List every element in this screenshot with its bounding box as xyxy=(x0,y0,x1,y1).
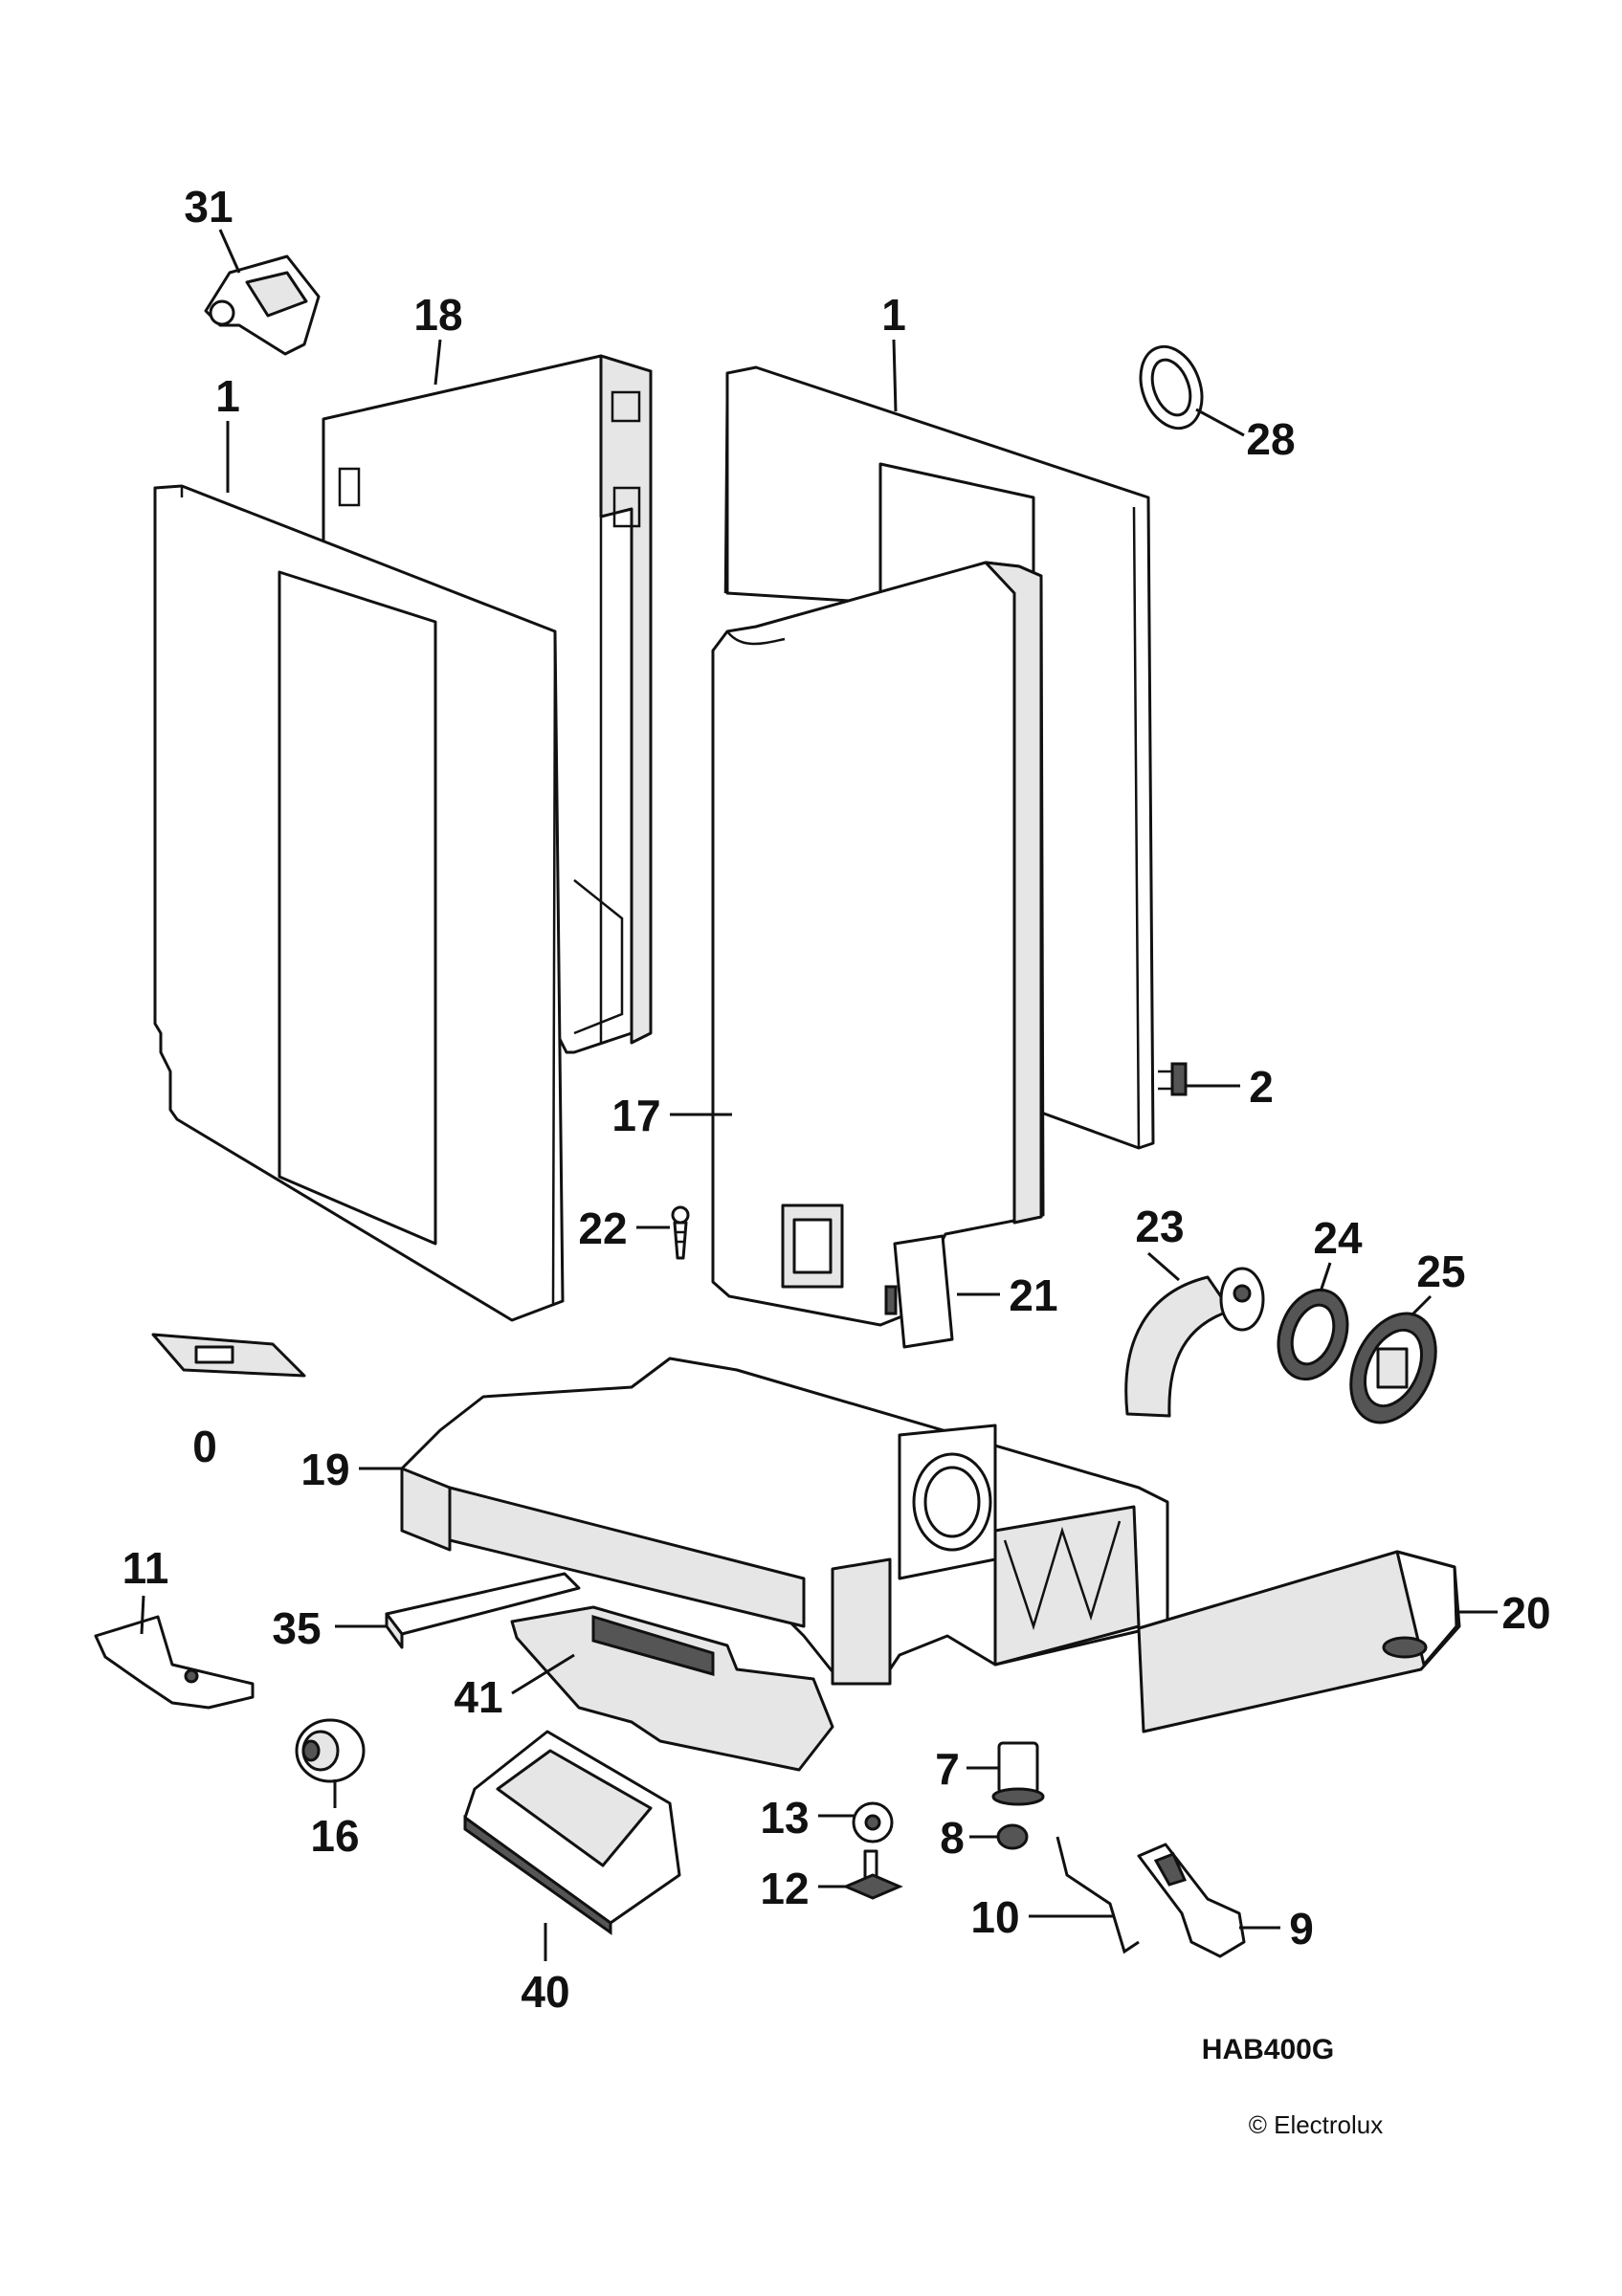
part-21-cover xyxy=(884,1234,954,1349)
callout-11: 11 xyxy=(122,1543,169,1593)
part-20-kick-panel xyxy=(1137,1550,1461,1733)
callout-23: 23 xyxy=(1135,1202,1184,1251)
callout-21: 21 xyxy=(1009,1270,1057,1320)
part-1-left-side-panel xyxy=(153,484,565,1322)
callout-0: 0 xyxy=(192,1422,217,1471)
callout-20: 20 xyxy=(1501,1588,1550,1638)
part-28-ring xyxy=(1139,344,1204,430)
callout-1-right: 1 xyxy=(881,290,906,340)
callout-22: 22 xyxy=(578,1203,627,1253)
leader-lines xyxy=(140,229,1498,1961)
part-13-washer xyxy=(852,1801,894,1843)
part-31-clip xyxy=(204,254,321,356)
callout-8: 8 xyxy=(940,1813,965,1863)
part-2-latch xyxy=(1158,1062,1188,1096)
part-7-foot xyxy=(991,1741,1045,1806)
part-17-front-panel xyxy=(711,561,1045,1327)
part-24-seal xyxy=(1277,1288,1349,1381)
callout-18: 18 xyxy=(413,290,462,340)
part-12-adjustable-foot xyxy=(842,1849,903,1900)
part-25-filter xyxy=(1349,1312,1437,1424)
model-code: HAB400G xyxy=(1202,2034,1334,2065)
callout-labels: 31 18 1 1 28 2 17 22 23 24 25 21 0 19 11… xyxy=(122,182,1551,2017)
callout-41: 41 xyxy=(454,1672,502,1722)
callout-35: 35 xyxy=(272,1603,321,1653)
part-40-tray xyxy=(463,1730,681,1935)
callout-40: 40 xyxy=(521,1967,569,2017)
part-0-plate xyxy=(151,1333,306,1378)
callout-24: 24 xyxy=(1313,1213,1363,1263)
callout-28: 28 xyxy=(1246,414,1295,464)
callout-31: 31 xyxy=(184,182,233,232)
callout-7: 7 xyxy=(935,1744,960,1794)
callout-17: 17 xyxy=(611,1091,660,1140)
part-22-screw xyxy=(671,1205,690,1260)
callout-13: 13 xyxy=(760,1793,809,1843)
part-8-bushing xyxy=(996,1823,1029,1850)
callout-12: 12 xyxy=(760,1864,809,1913)
callout-16: 16 xyxy=(310,1811,359,1861)
part-10-wire-spring xyxy=(1055,1836,1140,1954)
callout-1-left: 1 xyxy=(215,371,240,421)
callout-10: 10 xyxy=(970,1892,1019,1942)
callout-9: 9 xyxy=(1289,1904,1314,1954)
part-19-base-frame xyxy=(400,1357,1169,1686)
part-11-bracket xyxy=(94,1615,255,1710)
part-16-roller xyxy=(295,1718,366,1783)
callout-19: 19 xyxy=(300,1445,349,1494)
copyright-notice: © Electrolux xyxy=(1249,2110,1384,2139)
part-23-hose xyxy=(1124,1267,1265,1418)
part-35-rail xyxy=(385,1572,581,1649)
callout-2: 2 xyxy=(1249,1062,1274,1112)
part-9-handle xyxy=(1137,1843,1246,1958)
callout-25: 25 xyxy=(1416,1247,1465,1296)
part-41-sheet xyxy=(510,1605,834,1772)
